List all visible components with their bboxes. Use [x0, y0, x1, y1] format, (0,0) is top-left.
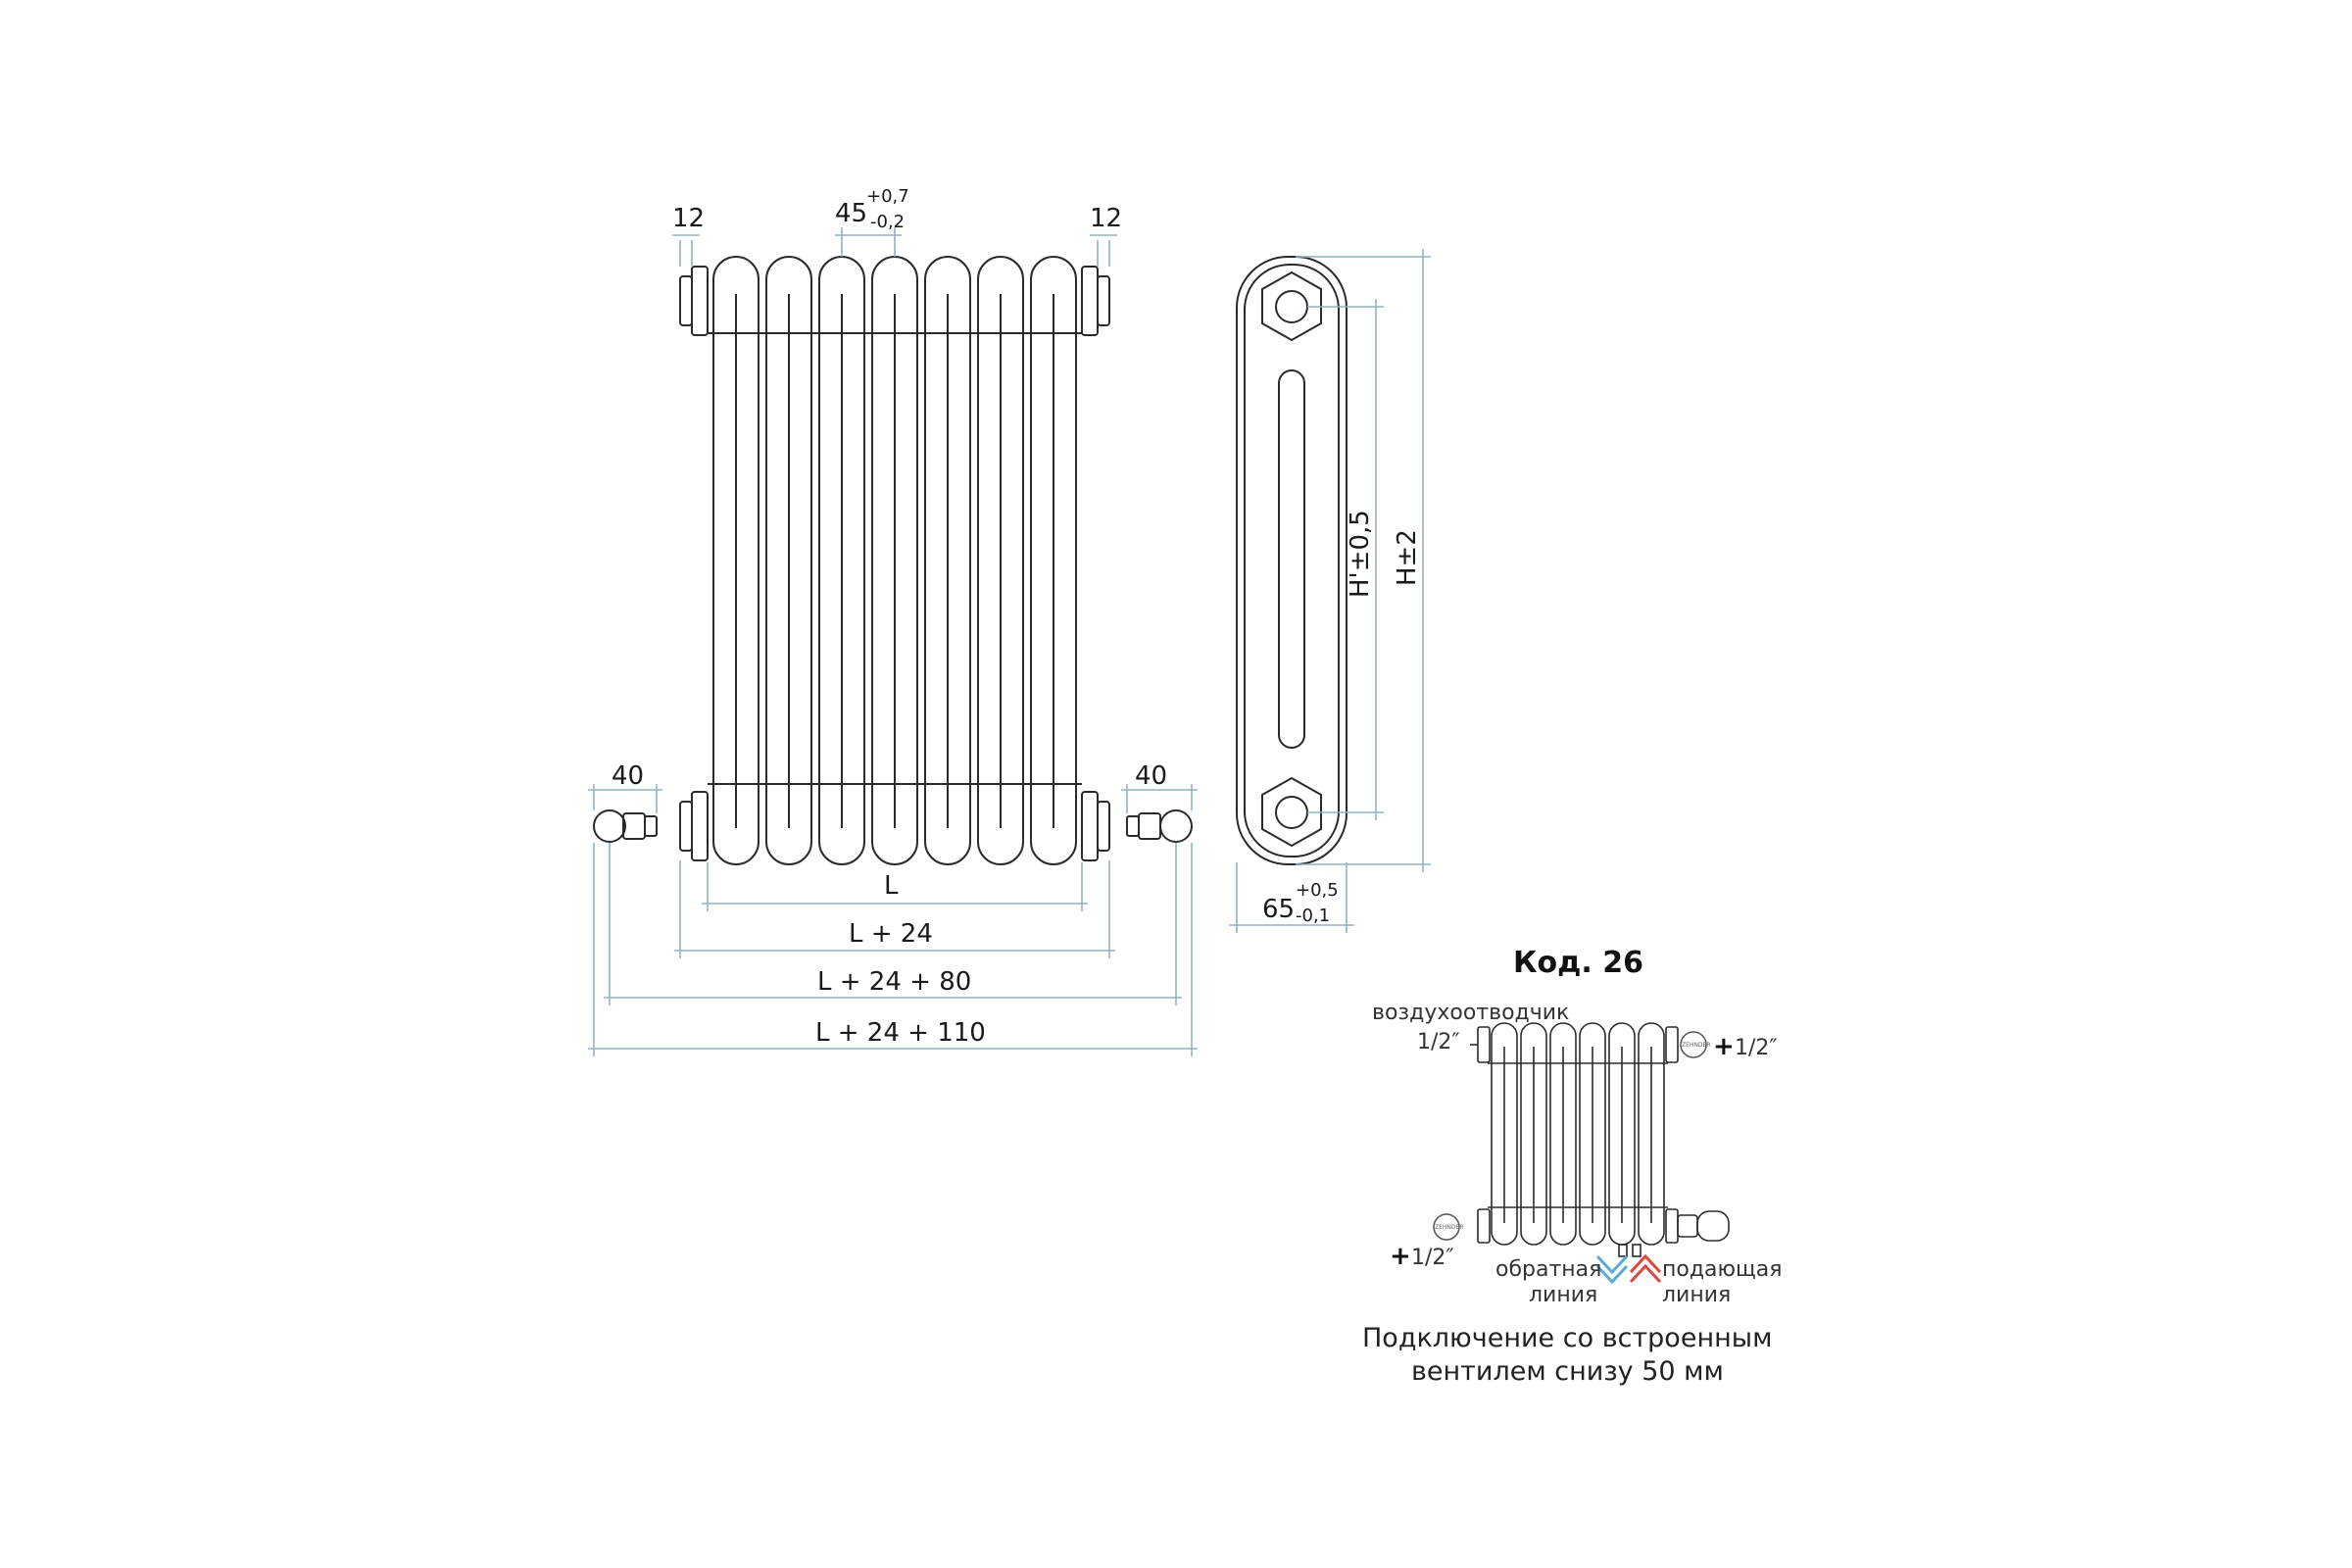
- dim-depth-tol-plus: +0,5: [1296, 880, 1339, 901]
- front-view: [593, 256, 1193, 865]
- air-vent-label: воздухоотводчик: [1372, 1001, 1569, 1025]
- dim-right-nipple: 12: [1090, 204, 1122, 233]
- dim-right-valve: 40: [1135, 761, 1167, 791]
- plus-top: +: [1713, 1032, 1735, 1061]
- top-right-plug: [1081, 266, 1110, 336]
- section-tube: [765, 256, 812, 865]
- code-title: Код. 26: [1513, 946, 1643, 980]
- plug-top-icon: ZEHNDER: [1680, 1031, 1710, 1058]
- dim-pitch-tol-plus: +0,7: [866, 186, 909, 207]
- dim-length-l24: L + 24: [849, 919, 933, 949]
- supply-line-label-1: подающая: [1662, 1257, 1783, 1282]
- bottom-left-plug: [679, 791, 709, 861]
- section-tube: [977, 256, 1024, 865]
- air-vent-size: 1/2″: [1417, 1030, 1460, 1054]
- return-line-label-1: обратная: [1495, 1257, 1601, 1282]
- side-dimensions: [1229, 249, 1431, 933]
- dim-depth-tol-minus: -0,1: [1296, 906, 1330, 926]
- supply-arrow-icon: [1629, 1253, 1662, 1284]
- plug-bottom-icon: ZEHNDER: [1433, 1213, 1463, 1241]
- front-dimension-labels: 12 12 45 +0,7 -0,2 40 40 L L + 24 L + 24…: [612, 186, 1167, 1048]
- dim-pitch: 45: [835, 199, 867, 228]
- right-valve: [1126, 809, 1193, 843]
- plus-bottom: +: [1390, 1242, 1411, 1271]
- plug-top-size: 1/2″: [1735, 1036, 1778, 1060]
- radiator-sections: [708, 256, 1082, 865]
- caption-line-2: вентилем снизу 50 мм: [1411, 1356, 1724, 1387]
- section-tube: [924, 256, 971, 865]
- dim-length-l: L: [884, 871, 899, 901]
- return-line-label-2: линия: [1529, 1283, 1597, 1307]
- caption-line-1: Подключение со встроенным: [1362, 1323, 1772, 1353]
- plug-bottom-size: 1/2″: [1411, 1246, 1454, 1270]
- mini-radiator: [1470, 1022, 1730, 1257]
- bottom-hex-nut: [1261, 776, 1322, 848]
- dim-depth: 65: [1262, 895, 1295, 924]
- front-dimensions: [588, 227, 1198, 1056]
- dim-pitch-tol-minus: -0,2: [870, 212, 905, 232]
- supply-line-label-2: линия: [1662, 1283, 1731, 1307]
- dim-h-axis: H'±0,5: [1346, 510, 1375, 598]
- dim-length-l24-110: L + 24 + 110: [815, 1018, 986, 1048]
- side-view: [1236, 256, 1348, 865]
- top-hex-nut: [1261, 270, 1322, 342]
- top-left-plug: [679, 266, 709, 336]
- dim-left-valve: 40: [612, 761, 644, 791]
- bottom-right-plug: [1081, 791, 1110, 861]
- return-arrow-icon: [1595, 1254, 1629, 1285]
- dim-h-total: H±2: [1393, 529, 1422, 586]
- code-26-block: Код. 26 воздухоотводчик 1/2″: [1362, 946, 1783, 1387]
- plug-marking: ZEHNDER: [1682, 1042, 1710, 1049]
- section-tube: [712, 256, 760, 865]
- side-dimension-labels: H'±0,5 H±2 65 +0,5 -0,1: [1262, 510, 1422, 926]
- plug-marking-bottom: ZEHNDER: [1435, 1224, 1463, 1231]
- left-valve: [593, 809, 658, 843]
- section-tube: [1030, 256, 1077, 865]
- dim-length-l24-80: L + 24 + 80: [817, 967, 971, 997]
- dim-left-nipple: 12: [672, 204, 705, 233]
- center-slot: [1278, 369, 1305, 749]
- side-profile: [1236, 256, 1348, 865]
